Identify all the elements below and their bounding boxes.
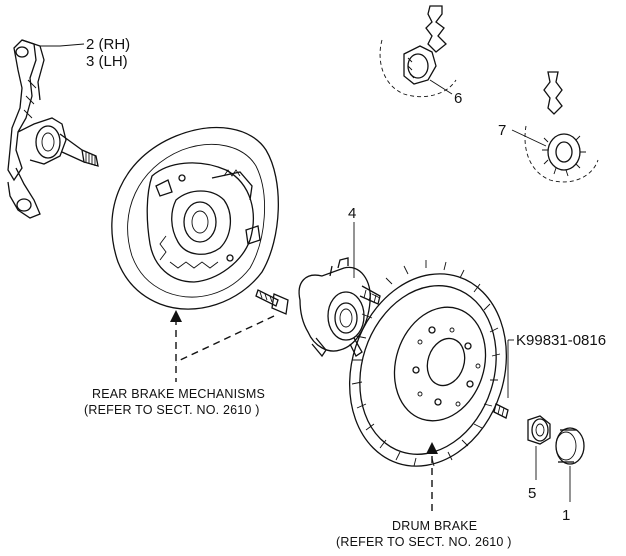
rear-brake-note-line1: REAR BRAKE MECHANISMS: [92, 387, 265, 401]
leader-rear-brake-bolt: [175, 315, 275, 363]
drum-bolt: [493, 403, 509, 419]
grease-cap: [555, 427, 585, 465]
callout-part-7: 7: [498, 122, 506, 139]
backing-plate-bolt: [255, 289, 289, 315]
leader-part-6: [429, 79, 453, 95]
callout-bolt-code: K99831-0816: [516, 332, 606, 349]
callout-part-5: 5: [528, 485, 536, 502]
callout-hub: 4: [348, 205, 356, 222]
leader-knuckle: [40, 43, 85, 47]
drum-brake-note-line2: (REFER TO SECT. NO. 2610 ): [336, 535, 512, 549]
rear-brake-note-line2: (REFER TO SECT. NO. 2610 ): [84, 403, 260, 417]
leader-part-7: [511, 129, 547, 147]
callout-part-6: 6: [454, 90, 462, 107]
detail-6-sensor: [379, 5, 457, 98]
brake-backing-plate: [111, 126, 279, 310]
arrow-rear-brake: [170, 310, 182, 322]
brake-drum: [348, 260, 508, 467]
drum-brake-note-line1: DRUM BRAKE: [392, 519, 477, 533]
callout-knuckle-lh: 3 (LH): [86, 53, 128, 70]
steering-knuckle: [7, 39, 99, 219]
callout-knuckle-rh: 2 (RH): [86, 36, 130, 53]
arrow-drum-brake: [426, 442, 438, 454]
detail-7-sensor-ring: [524, 71, 599, 183]
lock-nut: [527, 415, 551, 445]
callout-part-1: 1: [562, 507, 570, 524]
